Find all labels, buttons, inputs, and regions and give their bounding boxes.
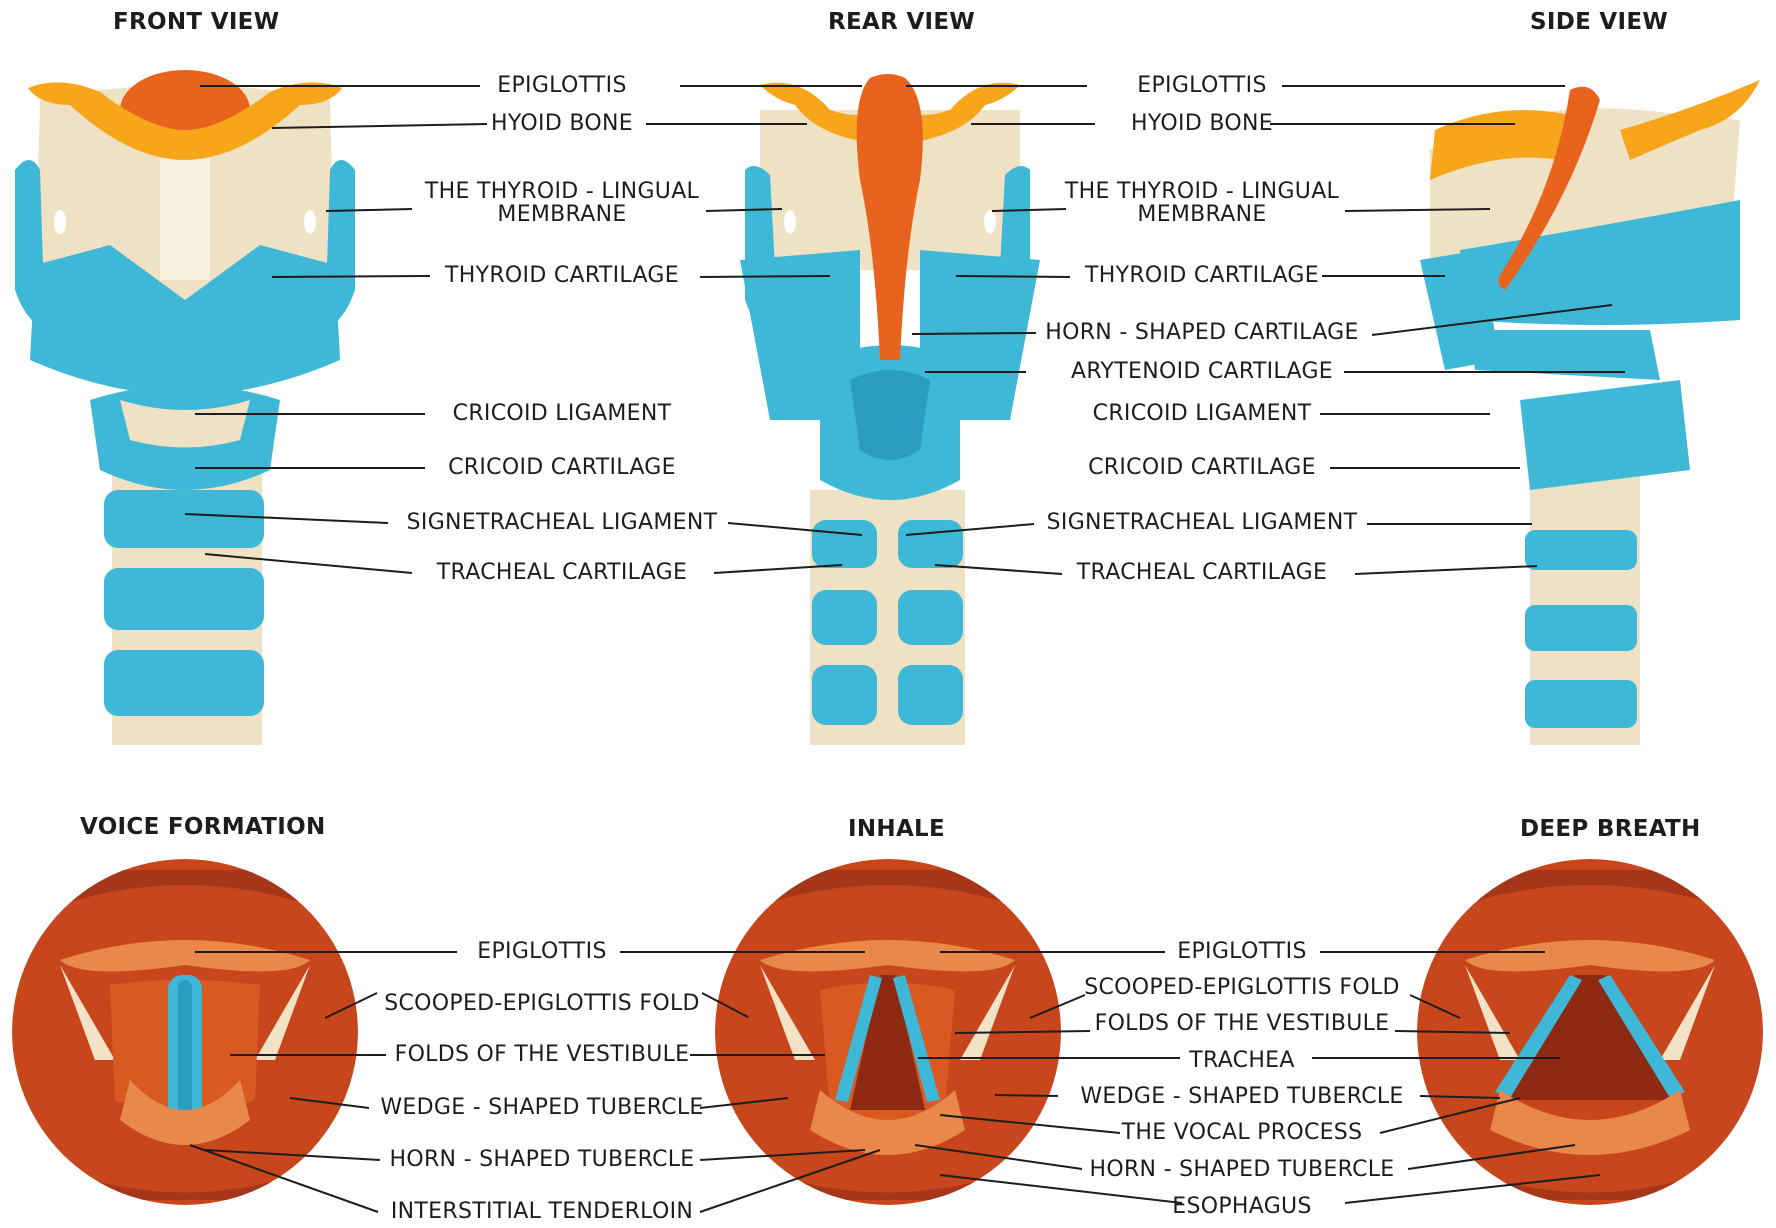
label-thyroid-lingual-front: THE THYROID - LINGUAL — [424, 179, 700, 204]
label-thyroid-lingual-side: THE THYROID - LINGUAL — [1064, 179, 1340, 204]
label-scooped-fold-voice: SCOOPED-EPIGLOTTIS FOLD — [384, 991, 700, 1016]
rear-view-title: REAR VIEW — [828, 9, 976, 35]
label-signetracheal-side: SIGNETRACHEAL LIGAMENT — [1046, 510, 1358, 535]
inhale-title: INHALE — [848, 816, 946, 842]
label-cricoid-cartilage-front: CRICOID CARTILAGE — [448, 455, 676, 480]
label-thyroid-cartilage-side: THYROID CARTILAGE — [1085, 263, 1319, 288]
side-view-larynx — [1420, 80, 1760, 745]
front-view-title: FRONT VIEW — [113, 9, 280, 35]
label-epiglottis-voice: EPIGLOTTIS — [477, 939, 607, 964]
label-cricoid-ligament-front: CRICOID LIGAMENT — [452, 401, 672, 426]
label-tracheal-cartilage-side: TRACHEAL CARTILAGE — [1076, 560, 1328, 585]
label-interstitial-tenderloin: INTERSTITIAL TENDERLOIN — [390, 1199, 694, 1224]
leader-lines — [184, 85, 1625, 1213]
side-view-title: SIDE VIEW — [1530, 9, 1669, 35]
label-horn-tubercle-deep: HORN - SHAPED TUBERCLE — [1089, 1157, 1395, 1182]
label-wedge-tubercle-deep: WEDGE - SHAPED TUBERCLE — [1080, 1084, 1404, 1109]
label-esophagus: ESOPHAGUS — [1172, 1194, 1312, 1219]
label-vocal-process: THE VOCAL PROCESS — [1121, 1120, 1363, 1145]
deep-breath-illustration — [1417, 859, 1763, 1205]
label-hyoid-bone-side: HYOID BONE — [1131, 111, 1273, 136]
label-arytenoid-cartilage: ARYTENOID CARTILAGE — [1071, 359, 1333, 384]
label-trachea: TRACHEA — [1189, 1048, 1295, 1073]
deep-breath-title: DEEP BREATH — [1520, 816, 1701, 842]
label-cricoid-cartilage-side: CRICOID CARTILAGE — [1088, 455, 1316, 480]
rear-view-larynx — [740, 74, 1040, 745]
label-horn-cartilage: HORN - SHAPED CARTILAGE — [1045, 320, 1359, 345]
label-signetracheal-front: SIGNETRACHEAL LIGAMENT — [406, 510, 718, 535]
label-scooped-fold-deep: SCOOPED-EPIGLOTTIS FOLD — [1084, 975, 1400, 1000]
label-horn-tubercle-voice: HORN - SHAPED TUBERCLE — [389, 1147, 695, 1172]
label-epiglottis-front: EPIGLOTTIS — [497, 73, 627, 98]
label-thyroid-cartilage-front: THYROID CARTILAGE — [445, 263, 679, 288]
label-cricoid-ligament-side: CRICOID LIGAMENT — [1092, 401, 1312, 426]
label-tracheal-cartilage-front: TRACHEAL CARTILAGE — [436, 560, 688, 585]
label-membrane-front: MEMBRANE — [497, 202, 627, 227]
front-view-larynx — [15, 70, 355, 745]
label-folds-vestibule-deep: FOLDS OF THE VESTIBULE — [1094, 1011, 1390, 1036]
label-hyoid-bone-front: HYOID BONE — [491, 111, 633, 136]
voice-formation-title: VOICE FORMATION — [80, 814, 326, 840]
label-epiglottis-side: EPIGLOTTIS — [1137, 73, 1267, 98]
label-epiglottis-deep: EPIGLOTTIS — [1177, 939, 1307, 964]
label-folds-vestibule-voice: FOLDS OF THE VESTIBULE — [394, 1042, 690, 1067]
label-membrane-side: MEMBRANE — [1137, 202, 1267, 227]
label-wedge-tubercle-voice: WEDGE - SHAPED TUBERCLE — [380, 1095, 704, 1120]
voice-formation-illustration — [12, 859, 358, 1205]
